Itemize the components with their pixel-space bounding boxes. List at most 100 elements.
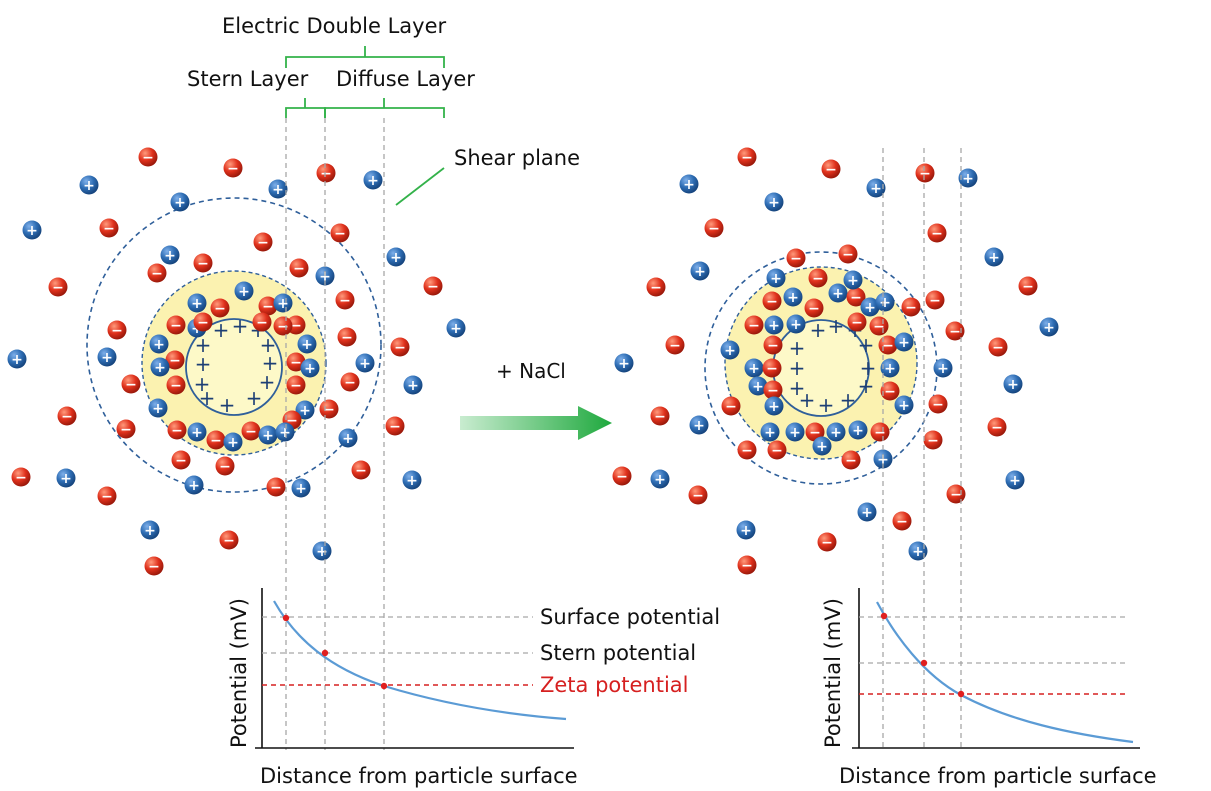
anion-icon: − — [817, 532, 837, 552]
nacl-label: + NaCl — [496, 359, 566, 383]
svg-text:−: − — [170, 378, 182, 394]
cation-icon: + — [744, 358, 764, 378]
cation-icon: + — [760, 422, 780, 442]
svg-text:+: + — [153, 337, 165, 353]
cation-icon: + — [866, 178, 886, 198]
svg-text:−: − — [427, 279, 439, 295]
anion-icon: − — [688, 485, 708, 505]
anion-icon: − — [821, 159, 841, 179]
anion-icon: − — [612, 466, 632, 486]
cation-icon: + — [446, 318, 466, 338]
anion-icon: − — [385, 416, 405, 436]
svg-text:+: + — [191, 296, 203, 312]
anion-icon: − — [223, 158, 243, 178]
svg-text:+: + — [191, 425, 203, 441]
svg-text:+: + — [877, 452, 889, 468]
surface-charge-plus-icon: + — [262, 351, 279, 375]
svg-text:+: + — [342, 431, 354, 447]
svg-text:+: + — [407, 378, 419, 394]
cation-icon: + — [857, 502, 877, 522]
cation-icon: + — [148, 398, 168, 418]
svg-text:−: − — [873, 319, 885, 335]
svg-text:−: − — [223, 533, 235, 549]
anion-icon: − — [870, 422, 890, 442]
anion-icon: − — [171, 450, 191, 470]
cation-icon: + — [736, 520, 756, 540]
svg-text:−: − — [170, 318, 182, 334]
cation-icon: + — [7, 349, 27, 369]
svg-text:−: − — [290, 378, 302, 394]
svg-text:−: − — [171, 423, 183, 439]
anion-icon: − — [193, 253, 213, 273]
cation-icon: + — [273, 293, 293, 313]
cation-icon: + — [875, 292, 895, 312]
svg-text:−: − — [151, 266, 163, 282]
svg-text:+: + — [816, 439, 828, 455]
svg-text:−: − — [219, 459, 231, 475]
anion-icon: − — [763, 335, 783, 355]
svg-text:−: − — [741, 443, 753, 459]
cation-icon: + — [402, 470, 422, 490]
anion-icon: − — [808, 268, 828, 288]
anion-icon: − — [737, 555, 757, 575]
svg-text:−: − — [175, 453, 187, 469]
svg-text:−: − — [919, 166, 931, 182]
anion-icon: − — [786, 248, 806, 268]
anion-icon: − — [880, 381, 900, 401]
svg-text:−: − — [896, 514, 908, 530]
svg-text:+: + — [1007, 377, 1019, 393]
svg-text:−: − — [992, 340, 1004, 356]
anion-icon: − — [166, 375, 186, 395]
anion-icon: − — [869, 316, 889, 336]
anion-icon: − — [923, 430, 943, 450]
svg-text:−: − — [725, 399, 737, 415]
svg-text:+: + — [101, 350, 113, 366]
anion-icon: − — [987, 417, 1007, 437]
anion-icon: − — [767, 440, 787, 460]
left-shear-plane-circle — [86, 197, 382, 493]
anion-icon: − — [805, 422, 825, 442]
svg-text:−: − — [52, 280, 64, 296]
surface-potential-point — [282, 614, 290, 622]
right-particle-panel: ++++++++++++ +−+−+−+−+−+−−+−−+++−−++++−+… — [612, 147, 1059, 575]
cation-icon: + — [258, 425, 278, 445]
cation-icon: + — [300, 358, 320, 378]
svg-text:−: − — [262, 299, 274, 315]
anion-icon: − — [57, 406, 77, 426]
svg-text:+: + — [154, 360, 166, 376]
cation-icon: + — [812, 436, 832, 456]
svg-text:+: + — [238, 284, 250, 300]
svg-text:−: − — [61, 409, 73, 425]
cation-icon: + — [783, 287, 803, 307]
cation-icon: + — [766, 268, 786, 288]
cation-icon: + — [355, 353, 375, 373]
cation-icon: + — [933, 358, 953, 378]
svg-text:+: + — [898, 398, 910, 414]
cation-icon: + — [160, 245, 180, 265]
svg-text:−: − — [169, 353, 181, 369]
svg-text:+: + — [752, 379, 764, 395]
cation-icon: + — [403, 375, 423, 395]
svg-text:−: − — [884, 384, 896, 400]
svg-text:−: − — [125, 377, 137, 393]
svg-text:−: − — [257, 235, 269, 251]
cation-icon: + — [894, 332, 914, 352]
x-axis-label: Distance from particle surface — [260, 764, 578, 788]
anion-icon: − — [762, 291, 782, 311]
svg-text:−: − — [339, 293, 351, 309]
svg-text:−: − — [120, 422, 132, 438]
surface-charge-plus-icon: + — [260, 333, 277, 357]
svg-text:−: − — [214, 301, 226, 317]
zeta-potential-label: Zeta potential — [540, 673, 689, 697]
svg-text:+: + — [301, 337, 313, 353]
svg-text:−: − — [882, 338, 894, 354]
cation-icon: + — [363, 170, 383, 190]
svg-text:+: + — [319, 269, 331, 285]
right-potential-plot: Potential (mV) Distance from particle su… — [821, 588, 1157, 788]
svg-text:+: + — [870, 181, 882, 197]
svg-text:−: − — [277, 319, 289, 335]
cation-icon: + — [268, 179, 288, 199]
cation-icon: + — [170, 192, 190, 212]
cation-icon: + — [187, 422, 207, 442]
cation-icon: + — [984, 247, 1004, 267]
